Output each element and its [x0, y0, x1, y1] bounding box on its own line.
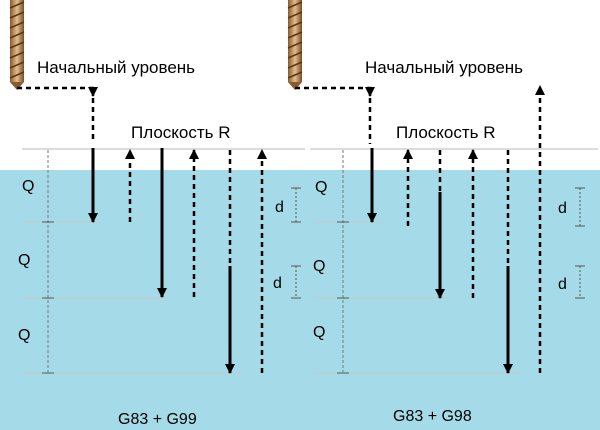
initial-level-label: Начальный уровень — [37, 58, 195, 77]
q-label-3: Q — [313, 324, 325, 341]
q-label-1: Q — [22, 178, 34, 195]
q-label-3: Q — [18, 327, 30, 344]
q-label-2: Q — [313, 258, 325, 275]
caption-left: G83 + G99 — [118, 411, 197, 428]
caption-right: G83 + G98 — [393, 408, 472, 425]
workpiece-area — [0, 170, 600, 430]
d-label-1: d — [275, 199, 284, 216]
rapid-approach-path — [295, 86, 375, 97]
d-label-2: d — [273, 275, 282, 292]
drill-bit-icon — [287, 0, 303, 90]
rapid-approach-path — [17, 86, 98, 97]
r-plane-label: Плоскость R — [131, 123, 231, 142]
left-panel: Начальный уровень Плоскость R Q Q Q d — [9, 0, 305, 428]
q-label-2: Q — [18, 252, 30, 269]
initial-level-label: Начальный уровень — [365, 58, 523, 77]
d-label-1: d — [558, 200, 567, 217]
right-panel: Начальный уровень Плоскость R Q Q Q d d … — [287, 0, 598, 425]
d-label-2: d — [558, 276, 567, 293]
drill-bit-icon — [9, 0, 25, 90]
r-plane-label: Плоскость R — [396, 123, 496, 142]
q-label-1: Q — [315, 179, 327, 196]
